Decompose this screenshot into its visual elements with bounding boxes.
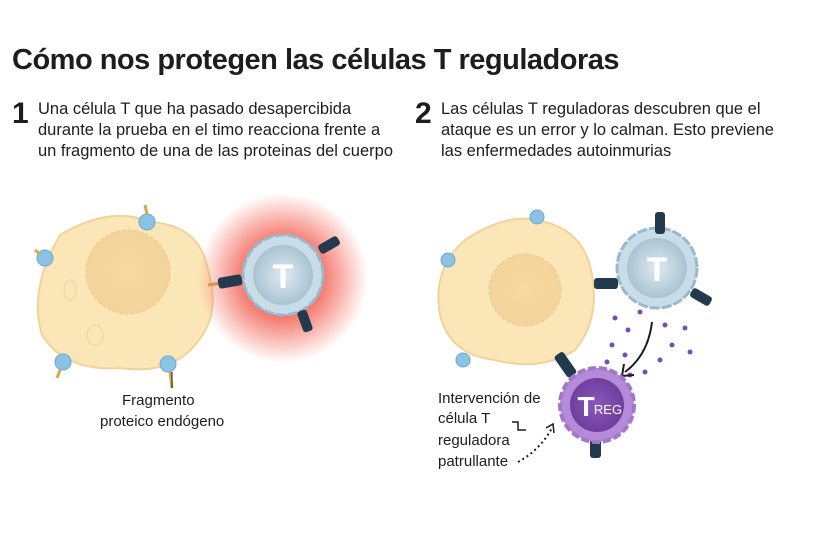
treg-label-3: reguladora: [438, 432, 510, 449]
receptor-icons-1: [217, 236, 340, 333]
treg-sub: REG: [594, 402, 622, 417]
body-cell-2: [437, 217, 595, 366]
t-cell-2-label: T: [647, 251, 668, 289]
fragment-label-2: proteico endógeno: [100, 413, 225, 430]
step-1-number: 1: [12, 97, 29, 130]
treg-cell: T REG: [558, 366, 636, 444]
t-cell-2: T: [615, 226, 699, 310]
dotted-arrow-icon: [517, 427, 553, 463]
step-2-number: 2: [415, 97, 432, 130]
treg-t: T: [577, 391, 594, 422]
treg-label-1: Intervención de: [438, 390, 541, 407]
t-cell-1: T: [241, 233, 325, 317]
surface-proteins-1: [36, 213, 177, 373]
step-2-text: Las células T reguladoras descubren que …: [441, 100, 774, 160]
arrow-icon: [624, 321, 653, 373]
body-cell-1: [36, 214, 214, 371]
step-1-text: Una célula T que ha pasado desapercibida…: [38, 100, 393, 160]
treg-label-2: célula T: [438, 410, 491, 427]
page-title: Cómo nos protegen las células T regulado…: [12, 44, 619, 76]
cytokine-dots: [604, 309, 693, 378]
treg-label-4: patrullante: [438, 453, 509, 470]
t-cell-label: T: [273, 258, 294, 296]
fragment-label-1: Fragmento: [122, 392, 195, 409]
